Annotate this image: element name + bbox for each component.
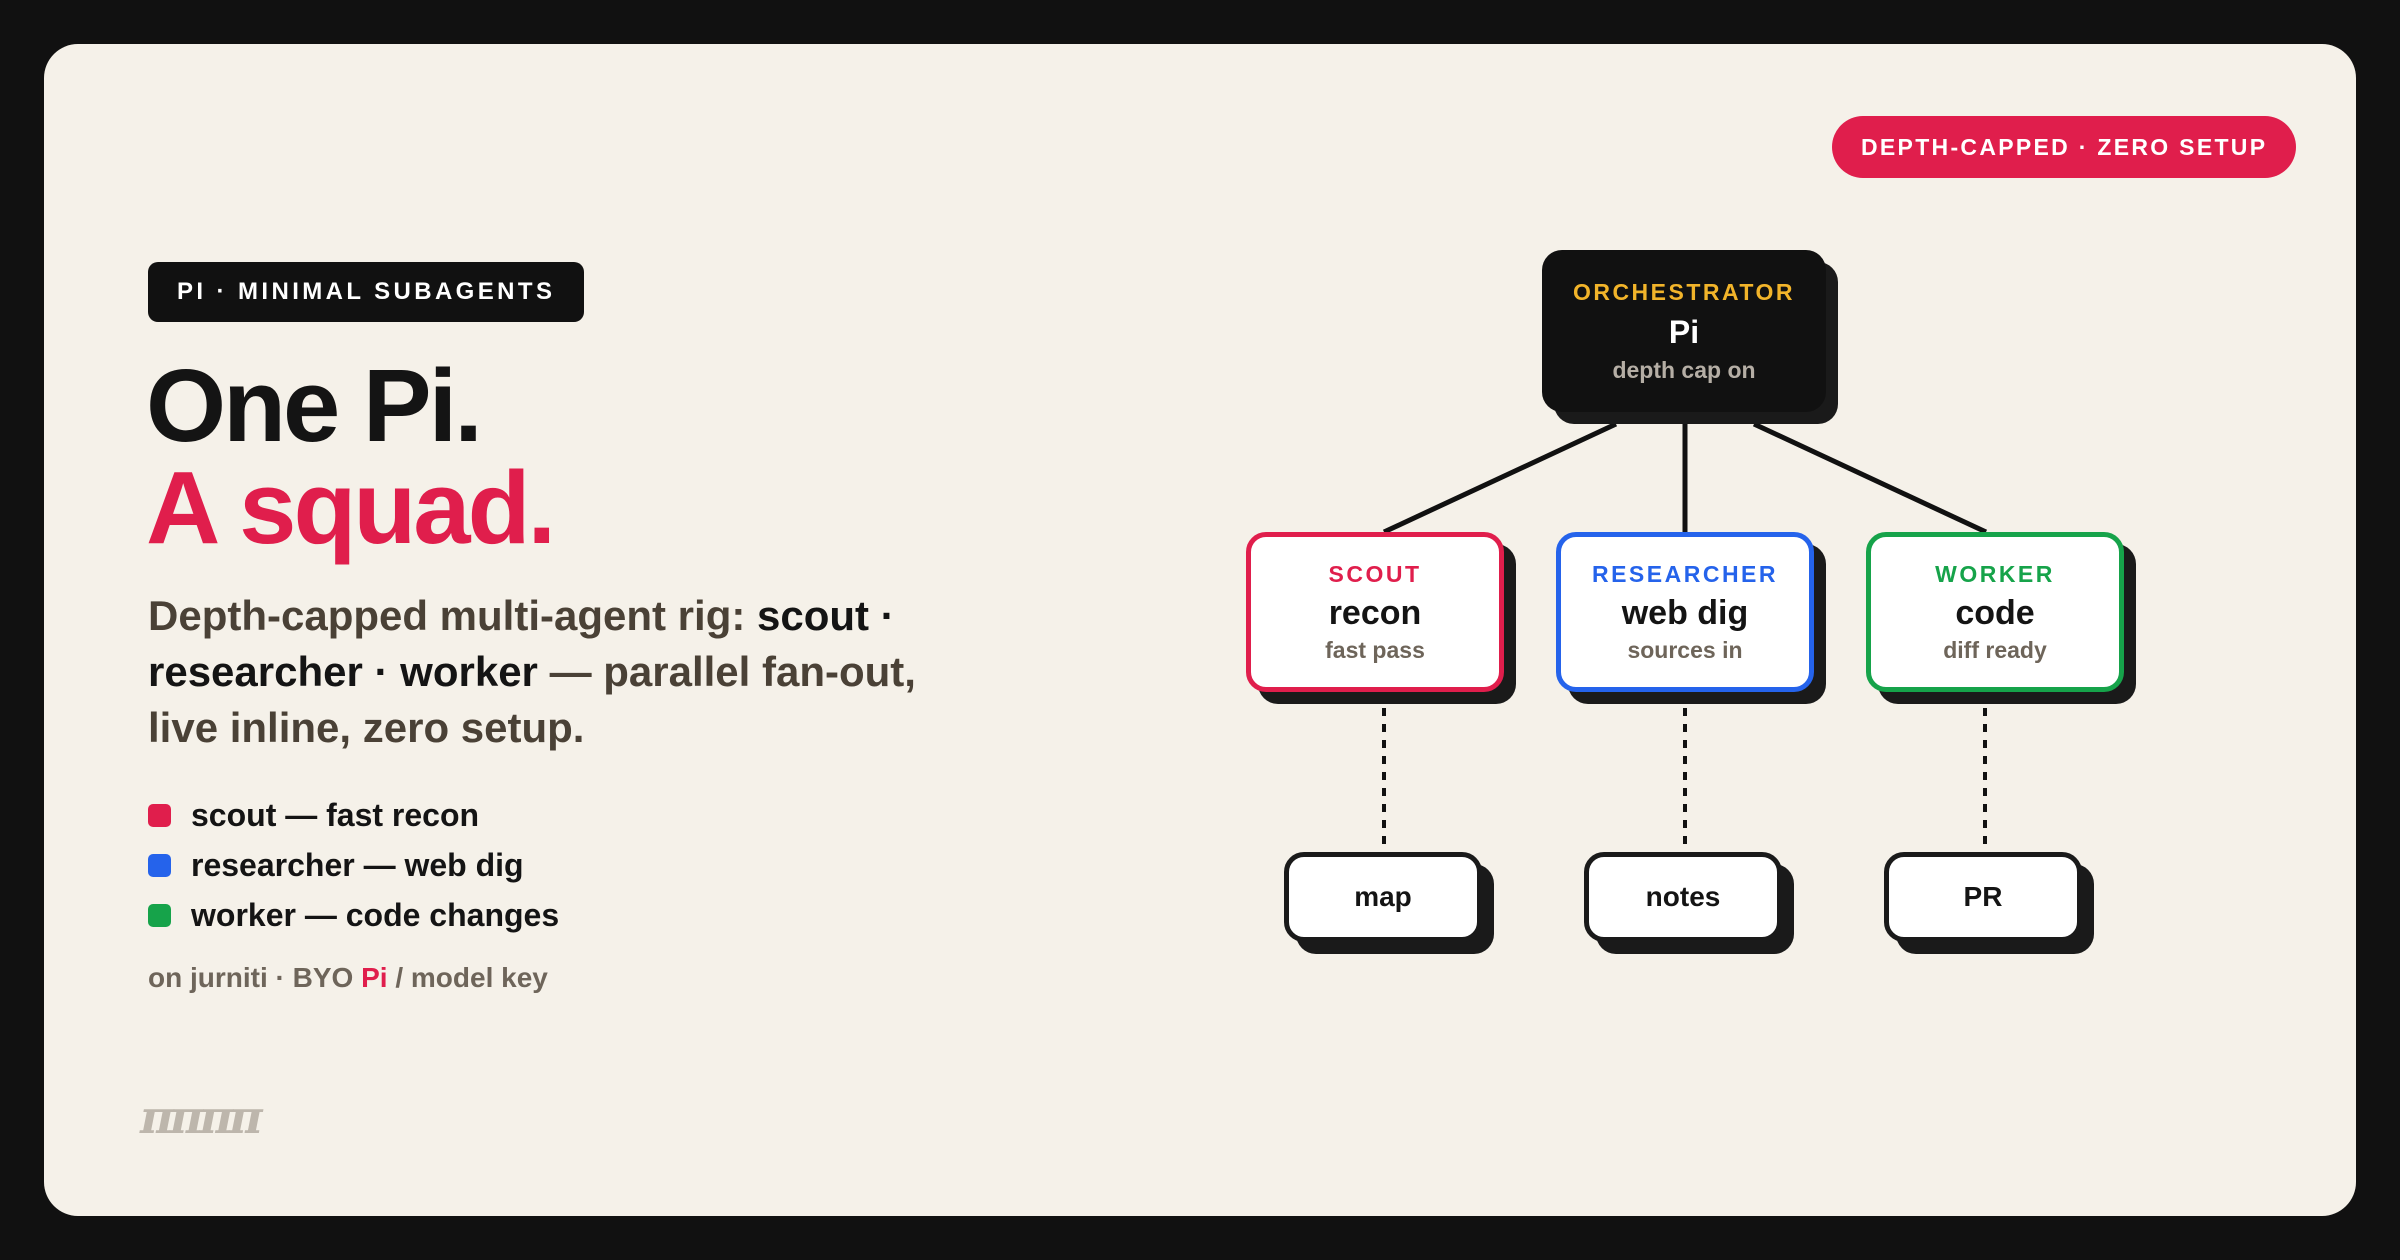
node-role: RESEARCHER [1591, 560, 1779, 587]
headline-line-1: One Pi. [146, 348, 483, 463]
output-node-map: map [1284, 852, 1482, 942]
edge-orchestrator-scout [1382, 421, 1618, 535]
footnote-suffix: / model key [387, 962, 548, 993]
agent-node-researcher: RESEARCHER web dig sources in [1556, 532, 1814, 692]
footnote-prefix: on jurniti · BYO [148, 962, 362, 993]
headline-line-2: A squad. [146, 450, 556, 565]
node-sub: fast pass [1325, 636, 1425, 663]
output-label: notes [1645, 881, 1721, 912]
edge-orchestrator-worker [1752, 421, 1988, 535]
output-node-notes: notes [1584, 852, 1782, 942]
legend-label: worker — code changes [191, 896, 560, 933]
node-name: Pi [1668, 313, 1700, 350]
top-badge: DEPTH-CAPPED · ZERO SETUP [1832, 116, 2297, 178]
orchestrator-node: ORCHESTRATOR Pi depth cap on [1542, 250, 1826, 412]
legend-item-worker: worker — code changes [148, 890, 559, 940]
description: Depth-capped multi-agent rig: scout · re… [148, 588, 968, 756]
description-agents: scout · researcher · worker [148, 592, 895, 695]
agent-node-scout: SCOUT recon fast pass [1246, 532, 1504, 692]
legend-swatch [148, 803, 171, 827]
footnote: on jurniti · BYO Pi / model key [148, 962, 548, 994]
node-sub: depth cap on [1612, 356, 1756, 383]
node-name: recon [1328, 593, 1422, 632]
legend-swatch [148, 903, 171, 927]
output-label: PR [1963, 881, 2003, 912]
brand-logo: ππππ [140, 1090, 263, 1144]
output-label: map [1354, 881, 1412, 912]
legend: scout — fast recon researcher — web dig … [148, 790, 559, 940]
footnote-highlight: Pi [361, 962, 388, 993]
legend-item-scout: scout — fast recon [148, 790, 559, 840]
agent-node-worker: WORKER code diff ready [1866, 532, 2124, 692]
node-name: code [1955, 593, 2035, 632]
node-name: web dig [1621, 593, 1749, 632]
description-prefix: Depth-capped multi-agent rig: [148, 592, 757, 639]
legend-label: researcher — web dig [191, 846, 524, 883]
node-role: WORKER [1935, 560, 2055, 587]
legend-swatch [148, 853, 171, 877]
node-role: SCOUT [1328, 560, 1422, 587]
node-role: ORCHESTRATOR [1572, 278, 1796, 305]
node-sub: sources in [1627, 636, 1743, 663]
node-sub: diff ready [1943, 636, 2047, 663]
description-suffix: — parallel fan-out, live inline, zero se… [148, 648, 916, 751]
legend-item-researcher: researcher — web dig [148, 840, 559, 890]
category-pill: PI · MINIMAL SUBAGENTS [148, 262, 585, 322]
legend-label: scout — fast recon [191, 796, 480, 833]
output-node-pr: PR [1884, 852, 2082, 942]
